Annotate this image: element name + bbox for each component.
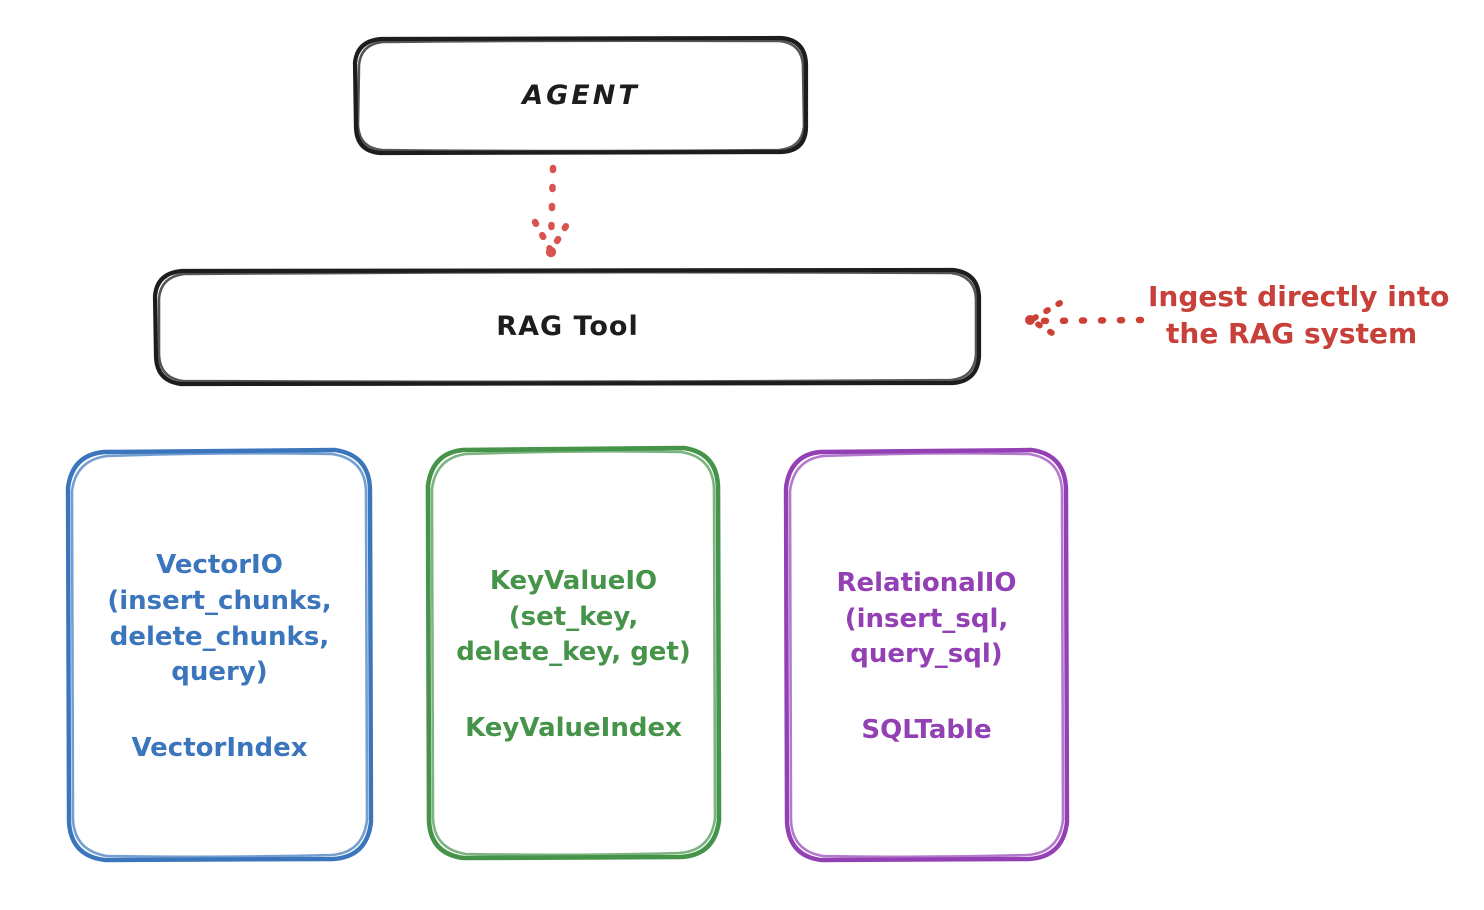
key-value-io-node[interactable]: KeyValueIO (set_key, delete_key, get) Ke…	[428, 448, 719, 859]
rag-tool-node[interactable]: RAG Tool	[155, 270, 980, 384]
vector-io-node[interactable]: VectorIO (insert_chunks, delete_chunks, …	[68, 450, 371, 861]
ingest-annotation-line-1: Ingest directly into	[1148, 280, 1450, 313]
key-value-io-api-label: KeyValueIO (set_key, delete_key, get)	[456, 565, 691, 668]
vector-io-api-label: VectorIO (insert_chunks, delete_chunks, …	[107, 549, 332, 688]
key-value-index-label: KeyValueIndex	[465, 713, 682, 744]
vector-index-label: VectorIndex	[131, 733, 308, 764]
relational-io-api-label: RelationalIO (insert_sql, query_sql)	[836, 567, 1017, 670]
ingest-to-rag-connector	[1025, 300, 1145, 341]
relational-io-node[interactable]: RelationalIO (insert_sql, query_sql) SQL…	[786, 450, 1067, 861]
ingest-annotation-line-2: the RAG system	[1166, 316, 1418, 350]
agent-node[interactable]: AGENT	[355, 38, 807, 154]
agent-to-rag-connector	[531, 164, 573, 258]
sql-table-label: SQLTable	[861, 715, 992, 746]
ingest-annotation: Ingest directly into the RAG system	[1148, 279, 1478, 353]
rag-tool-label: RAG Tool	[496, 310, 639, 342]
agent-label: AGENT	[522, 79, 640, 111]
